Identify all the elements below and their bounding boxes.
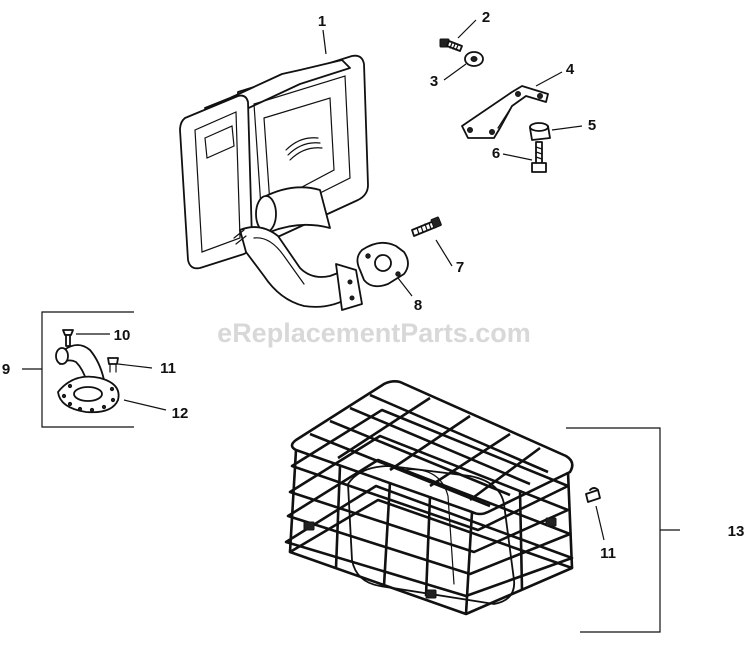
callout-3: 3 [430,73,438,90]
callout-2: 2 [482,9,490,26]
screw-part-10 [62,329,74,347]
callout-10: 10 [114,327,131,344]
elbow-part-12 [55,344,120,414]
callout-12: 12 [172,405,189,422]
kit-9-group [22,311,134,428]
nut-part-11-guard [585,487,601,503]
bracket-part-4 [461,85,549,139]
callout-8: 8 [414,297,422,314]
watermark-text: eReplacementParts.com [217,318,531,348]
gasket-part-8 [356,241,409,288]
callout-13: 13 [728,523,745,540]
bolt-part-2 [439,38,463,52]
muffler-part [179,54,369,311]
stud-bolt-part-7 [411,216,442,237]
callout-labels: 1 2 3 4 5 6 7 8 9 10 11 12 13 11 [2,9,745,562]
callout-5: 5 [588,117,596,134]
callout-11-guard: 11 [600,545,616,562]
callout-4: 4 [566,61,575,78]
callout-9: 9 [2,361,10,378]
leader-lines [76,19,605,541]
washer-part-3 [464,51,484,67]
screw-part-6 [531,141,547,173]
callout-1: 1 [318,13,326,30]
nut-part-11-kit [107,357,119,373]
callout-6: 6 [492,145,500,162]
callout-7: 7 [456,259,464,276]
kit-13-bracket [566,427,661,633]
spacer-part-5 [529,122,551,141]
wire-guard-part-13 [284,380,574,616]
callout-11-kit: 11 [160,360,176,377]
